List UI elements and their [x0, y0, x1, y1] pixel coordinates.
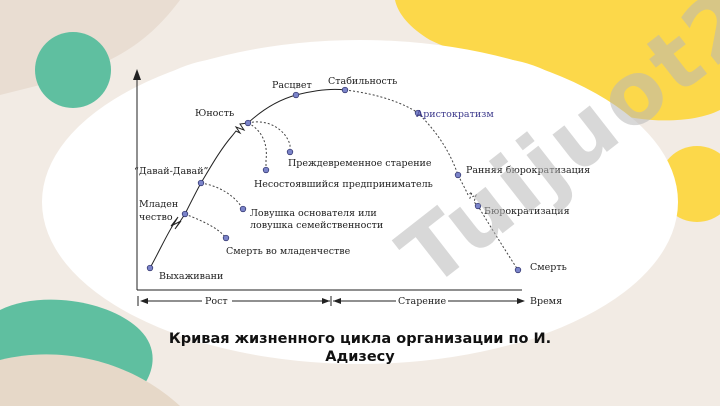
label-adolescence: Юность [195, 108, 234, 119]
point-death [514, 266, 522, 274]
axis-label-bg-aging [396, 294, 448, 308]
label-early-bureaucracy: Ранняя бюрократизация [466, 165, 590, 176]
axis-label-time: Время [530, 296, 562, 307]
axis-label-bg-growth [202, 294, 232, 308]
growth-arrow-left [140, 298, 148, 304]
point-infant-mortality [222, 234, 230, 242]
label-prime: Расцвет [272, 80, 312, 91]
branch-founder-trap [200, 182, 244, 210]
caption-line-2: Адизесу [325, 349, 395, 365]
yellow-blob-top-right [395, 0, 720, 121]
growth-arrow-right [322, 298, 330, 304]
axis-label-aging: Старение [398, 296, 447, 307]
branch-failed-entrepreneur [247, 122, 267, 168]
label-death: Смерть [530, 262, 567, 273]
lifecycle-curve-aging [344, 89, 519, 271]
label-founder-trap-line1: Ловушка основателя или [250, 208, 377, 219]
caption-line-1: Кривая жизненного цикла организации по И… [168, 331, 552, 347]
branch-premature-aging [247, 121, 291, 150]
point-bureaucracy [474, 202, 482, 210]
point-infancy [181, 210, 189, 218]
point-stability [341, 86, 349, 94]
point-failed-entrepreneur [262, 166, 270, 174]
point-premature-aging [286, 148, 294, 156]
y-axis-arrow [133, 69, 141, 80]
label-go-go: “Давай-Давай” [134, 166, 209, 177]
watermark-logo: Tuijuot24 [381, 0, 720, 307]
point-aristocracy [414, 109, 422, 117]
teal-circle-top-left [35, 32, 111, 108]
label-aristocracy: Аристократизм [416, 109, 494, 120]
beige-shape-bottom-left [0, 354, 180, 406]
axis-label-growth: Рост [205, 296, 228, 307]
point-founder-trap [239, 205, 247, 213]
label-courtship: Выхаживани [159, 271, 223, 282]
branch-infant-mortality [184, 213, 227, 239]
point-adolescence [244, 119, 252, 127]
label-infancy-line2: чество [139, 212, 173, 223]
diagram-caption: Кривая жизненного цикла организации по И… [120, 330, 600, 366]
point-prime [292, 91, 300, 99]
label-failed-entrepreneur: Несостоявшийся предприниматель [254, 179, 433, 190]
label-bureaucracy: Бюрократизация [484, 206, 570, 217]
white-panel-core [100, 58, 620, 346]
label-stability: Стабильность [328, 76, 397, 87]
aging-arrow-right [517, 298, 525, 304]
aging-arrow-left [333, 298, 341, 304]
point-go-go [197, 179, 205, 187]
point-courtship [146, 264, 154, 272]
point-early-bureaucracy [454, 171, 462, 179]
label-infant-mortality: Смерть во младенчестве [226, 246, 351, 257]
label-premature-aging: Преждевременное старение [288, 158, 432, 169]
label-infancy-line1: Младен [139, 199, 178, 210]
label-founder-trap-line2: ловушка семейственности [250, 220, 383, 231]
